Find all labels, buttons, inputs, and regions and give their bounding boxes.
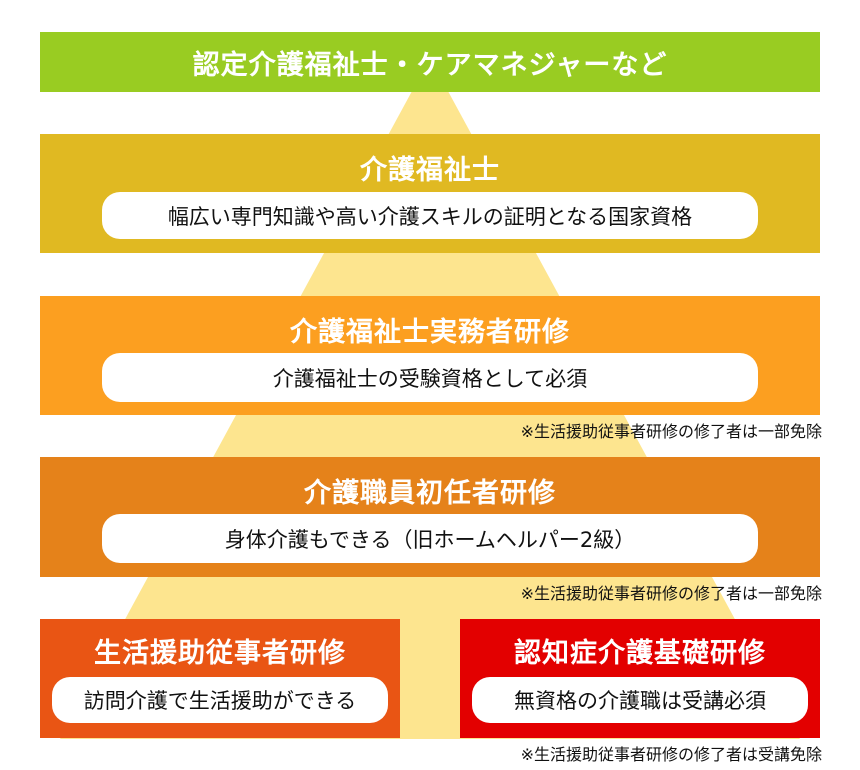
tier-care-worker-description-text: 幅広い専門知識や高い介護スキルの証明となる国家資格 xyxy=(167,204,693,229)
tier-dementia-basic-training-title: 認知症介護基礎研修 xyxy=(514,638,766,669)
tier-initial-training-description-text: 身体介護もできる（旧ホームヘルパー2級） xyxy=(224,527,636,552)
tier-care-worker-title: 介護福祉士 xyxy=(360,155,500,186)
tier-practitioner-training-note: ※生活援助従事者研修の修了者は一部免除 xyxy=(520,422,822,441)
tier-top-certified-care-worker: 認定介護福祉士・ケアマネジャーなど xyxy=(40,32,820,92)
tier-dementia-basic-training-description-text: 無資格の介護職は受講必須 xyxy=(514,689,766,713)
tier-initial-training-title: 介護職員初任者研修 xyxy=(304,478,556,509)
tier-dementia-basic-training-description: 無資格の介護職は受講必須 xyxy=(472,677,808,723)
tier-practitioner-training-description-text: 介護福祉士の受験資格として必須 xyxy=(272,366,588,391)
tier-life-support-training-title: 生活援助従事者研修 xyxy=(94,638,346,669)
tier-care-worker-description: 幅広い専門知識や高い介護スキルの証明となる国家資格 xyxy=(102,192,758,239)
tier-initial-training-description: 身体介護もできる（旧ホームヘルパー2級） xyxy=(102,514,758,563)
tier-life-support-training-description-text: 訪問介護で生活援助ができる xyxy=(83,689,357,713)
tier-life-support-training-description: 訪問介護で生活援助ができる xyxy=(52,677,388,723)
tier-dementia-basic-training-note: ※生活援助従事者研修の修了者は受講免除 xyxy=(520,745,822,764)
tier-initial-training-note: ※生活援助従事者研修の修了者は一部免除 xyxy=(520,584,822,603)
tier-practitioner-training-title: 介護福祉士実務者研修 xyxy=(290,317,570,348)
tier-practitioner-training-description: 介護福祉士の受験資格として必須 xyxy=(102,353,758,402)
tier-top-title: 認定介護福祉士・ケアマネジャーなど xyxy=(192,49,668,81)
